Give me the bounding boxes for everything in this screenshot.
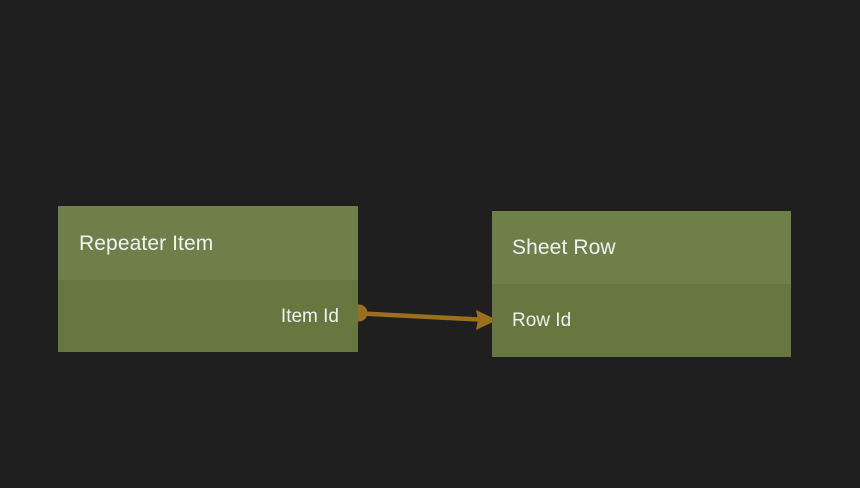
entity-title: Repeater Item: [79, 231, 214, 255]
entity-node-repeater-item[interactable]: Repeater Item Item Id: [58, 206, 358, 352]
relationship-edge-item-id-to-row-id[interactable]: [350, 304, 498, 331]
entity-title: Sheet Row: [512, 236, 616, 259]
entity-node-header: Repeater Item: [58, 206, 358, 280]
entity-node-body: Row Id: [492, 284, 791, 357]
entity-field-label: Row Id: [512, 310, 572, 331]
edge-line: [361, 311, 490, 323]
entity-node-body: Item Id: [58, 280, 358, 352]
entity-node-header: Sheet Row: [492, 211, 791, 284]
entity-field-item-id[interactable]: Item Id: [58, 280, 358, 352]
entity-field-label: Item Id: [280, 305, 339, 327]
entity-node-sheet-row[interactable]: Sheet Row Row Id: [492, 211, 791, 357]
entity-field-row-id[interactable]: Row Id: [492, 284, 791, 357]
